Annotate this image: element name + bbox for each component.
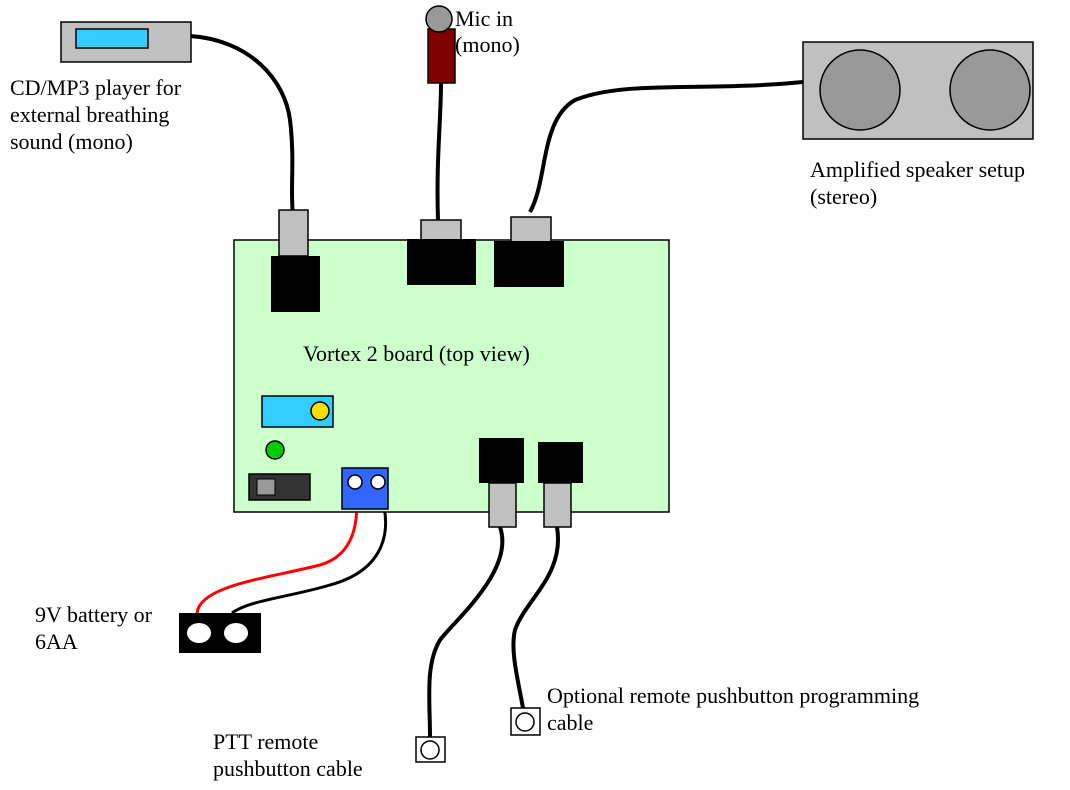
programming-pushbutton <box>510 707 541 736</box>
cd-input-jack <box>271 209 320 312</box>
cd-player-display <box>75 28 149 49</box>
speaker-cable <box>528 80 804 213</box>
mic-cable <box>435 82 443 221</box>
ptt-pushbutton <box>415 736 446 763</box>
cd-cable <box>189 34 295 216</box>
board-label: Vortex 2 board (top view) <box>303 341 530 366</box>
amplified-speaker <box>802 41 1034 140</box>
speaker-label: Amplified speaker setup (stereo) <box>810 157 1026 209</box>
battery-pack <box>179 613 261 653</box>
battery-label: 9V battery or 6AA <box>35 602 152 654</box>
programming-label: Optional remote pushbutton programming c… <box>547 683 920 735</box>
power-switch <box>248 473 311 501</box>
ptt-cable <box>427 526 505 738</box>
programming-jack <box>538 442 583 528</box>
cd-player <box>60 21 192 63</box>
battery-black-wire <box>231 486 387 615</box>
terminal-screw-left <box>347 474 363 490</box>
mic-input-jack <box>407 219 476 285</box>
speaker-output-jack <box>494 216 564 287</box>
power-terminal-block <box>341 467 389 510</box>
potentiometer-knob <box>310 401 330 421</box>
speaker-cone-left <box>819 49 901 131</box>
microphone <box>425 5 456 84</box>
programming-cable <box>511 526 561 709</box>
ptt-jack <box>479 438 524 528</box>
status-led <box>265 440 285 460</box>
battery-red-wire <box>195 486 359 614</box>
speaker-cone-right <box>949 49 1031 131</box>
ptt-label: PTT remote pushbutton cable <box>213 729 363 781</box>
terminal-screw-right <box>370 474 386 490</box>
mic-label: Mic in (mono) <box>455 6 520 57</box>
potentiometer <box>261 395 334 428</box>
cd-player-label: CD/MP3 player for external breathing sou… <box>10 75 182 154</box>
